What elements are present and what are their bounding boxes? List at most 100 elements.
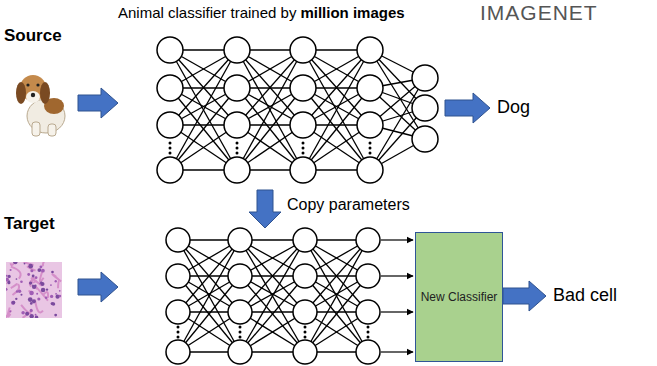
tissue-fiber (8, 308, 11, 317)
feature-arrow (381, 239, 413, 240)
network-layer (228, 228, 252, 364)
network-layer (224, 37, 250, 183)
tissue-fiber (36, 287, 48, 301)
network-layer (412, 65, 438, 152)
cell-nucleus (37, 268, 41, 272)
cell-nucleus (30, 269, 33, 272)
neuron (356, 340, 380, 364)
neuron (290, 37, 316, 63)
cell-nucleus (41, 282, 45, 286)
cell-nucleus (29, 281, 32, 284)
output-label: Bad cell (553, 285, 617, 306)
network-layer (290, 37, 316, 183)
cell-nucleus (41, 288, 46, 293)
cell-nucleus (32, 275, 35, 278)
ellipsis-dot (304, 326, 307, 329)
tissue-fiber (52, 274, 61, 281)
neuron (228, 300, 252, 324)
cell-nucleus (55, 293, 57, 295)
section-heading: Source (4, 26, 62, 46)
output-label: Dog (497, 97, 530, 118)
classifier-box: New Classifier (415, 232, 503, 362)
dog-ear (40, 82, 50, 104)
tissue-ground (6, 262, 62, 318)
neuron (412, 126, 438, 152)
cell-nucleus (7, 281, 10, 284)
ellipsis-dot (236, 142, 239, 145)
ellipsis-dots (236, 142, 239, 155)
cell-nucleus (29, 291, 33, 295)
cell-nucleus (20, 280, 23, 283)
ellipsis-dot (369, 142, 372, 145)
network-weight (305, 240, 368, 352)
neuron (356, 228, 380, 252)
network-layer (356, 228, 380, 364)
cell-nucleus (36, 293, 38, 295)
cell-nucleus (29, 314, 33, 318)
network-weight (305, 240, 368, 352)
dog-eye (36, 83, 39, 86)
cell-nucleus (10, 269, 12, 271)
tissue-fiber (6, 282, 7, 294)
neuron (412, 65, 438, 91)
ellipsis-dot (239, 331, 242, 334)
cell-nucleus (40, 267, 42, 269)
ellipsis-dot (369, 147, 372, 150)
cell-nucleus (37, 297, 40, 300)
cell-nucleus (39, 265, 42, 268)
cell-nucleus (50, 284, 52, 286)
cell-nucleus (6, 288, 8, 291)
ellipsis-dot (177, 336, 180, 339)
ellipsis-dot (169, 147, 172, 150)
neuron (290, 75, 316, 101)
ellipsis-dot (169, 152, 172, 155)
neuron (357, 112, 383, 138)
neural-network (157, 37, 438, 183)
network-weight (178, 240, 240, 352)
cell-nucleus (40, 281, 43, 284)
cell-nucleus (28, 297, 33, 302)
neuron (356, 264, 380, 288)
ellipsis-dots (239, 326, 242, 339)
neuron (290, 157, 316, 183)
feature-arrow (381, 275, 413, 276)
network-weight (170, 50, 237, 170)
tissue-fiber (43, 262, 47, 266)
neuron (166, 228, 190, 252)
tissue-photo (0, 255, 62, 320)
neuron (157, 112, 183, 138)
cell-nucleus (41, 269, 45, 273)
neuron (357, 157, 383, 183)
cell-nucleus (30, 309, 33, 312)
cell-nucleus (59, 290, 61, 292)
ellipsis-dot (239, 326, 242, 329)
cell-nucleus (27, 273, 30, 276)
cell-nucleus (13, 262, 17, 264)
dog-muzzle (26, 91, 40, 103)
ellipsis-dot (304, 331, 307, 334)
dataset-logo: IMAGENET (480, 1, 598, 25)
dog-photo (16, 75, 65, 136)
cell-nucleus (6, 275, 8, 277)
neuron (157, 157, 183, 183)
neuron (293, 340, 317, 364)
ellipsis-dots (367, 326, 370, 339)
cell-nucleus (18, 290, 21, 293)
block-arrow (78, 88, 118, 118)
cell-nucleus (52, 302, 55, 305)
ellipsis-dot (304, 336, 307, 339)
neuron (293, 228, 317, 252)
ellipsis-dot (239, 336, 242, 339)
ellipsis-dot (177, 326, 180, 329)
network-layer (293, 228, 317, 364)
cell-nucleus (55, 280, 57, 282)
ellipsis-dot (369, 152, 372, 155)
neuron (224, 112, 250, 138)
cell-nucleus (35, 316, 39, 318)
block-arrow (78, 272, 118, 302)
ellipsis-dot (169, 142, 172, 145)
cell-nucleus (59, 295, 62, 298)
tissue-fiber (11, 262, 19, 265)
